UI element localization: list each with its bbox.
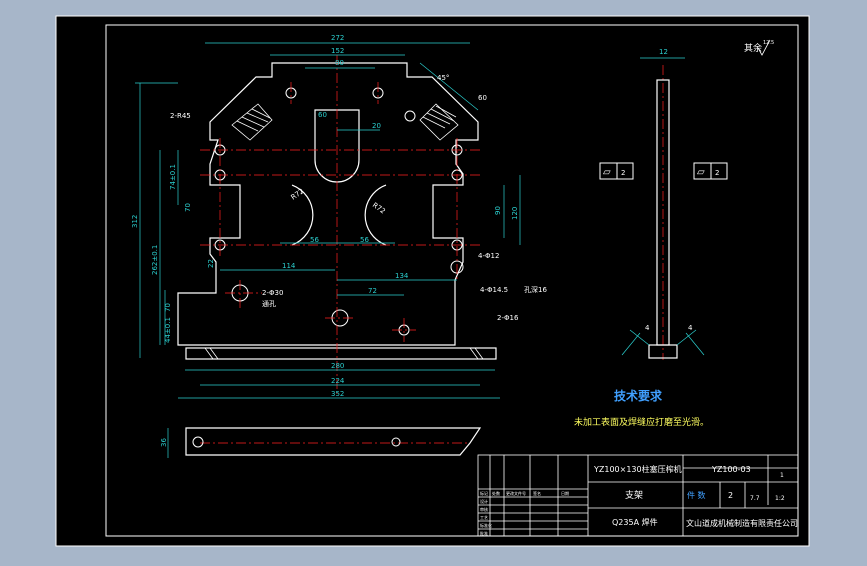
side-view-base (648, 344, 678, 359)
dim-80: 80 (335, 59, 344, 67)
dim-70-low: 70 (164, 303, 172, 312)
weld-lines (621, 329, 705, 356)
rev-header-2: 更改文件号 (506, 490, 526, 496)
drawing-sheet (55, 15, 810, 547)
flatness-value-right: 2 (715, 169, 719, 177)
callout-60: 60 (478, 94, 487, 102)
title-block-grid (477, 454, 799, 537)
rev-header-3: 签名 (533, 490, 541, 496)
dimension-lines (135, 42, 685, 458)
flatness-symbol-right: ▱ (697, 167, 705, 178)
role-4: 批准 (480, 530, 488, 536)
role-3: 标准化 (480, 522, 492, 528)
dim-70-left: 70 (184, 203, 192, 212)
center-lines (200, 55, 664, 444)
callout-45deg: 45° (437, 74, 449, 82)
side-view (599, 79, 728, 359)
right-r72-arc (364, 184, 387, 246)
right-weld-section (419, 103, 459, 141)
callout-through: 通孔 (262, 299, 276, 308)
part-name: 支架 (625, 489, 643, 501)
scale: 1:2 (775, 495, 785, 502)
bottom-view-outline (185, 427, 482, 456)
plate-outline (177, 62, 479, 346)
callout-2-phi30: 2-Φ30 (262, 289, 283, 297)
hole-lug (404, 110, 416, 122)
company: 文山道成机械制造有限责任公司 (686, 518, 798, 528)
dim-90: 90 (494, 206, 502, 215)
dim-272: 272 (331, 34, 344, 42)
dim-60: 60 (318, 111, 327, 119)
dim-280: 280 (331, 362, 344, 370)
flatness-value-left: 2 (621, 169, 625, 177)
callout-4-phi12: 4-Φ12 (478, 252, 499, 260)
dim-352: 352 (331, 390, 344, 398)
roughness-symbol (757, 39, 771, 56)
dim-36: 36 (160, 438, 168, 447)
qty-value: 2 (728, 491, 733, 500)
qty-label: 件 数 (687, 490, 706, 500)
rev-header-4: 日期 (561, 490, 569, 496)
left-weld-section (231, 103, 273, 141)
base-bar-hatch (204, 347, 484, 360)
dim-312: 312 (131, 215, 139, 228)
sheet-number: 1 (780, 472, 784, 479)
dim-56-left: 56 (310, 236, 319, 244)
dim-44: 44±0.1 (164, 317, 172, 343)
dim-20: 20 (372, 122, 381, 130)
flatness-symbol-left: ▱ (603, 167, 611, 178)
callout-depth: 孔深16 (524, 285, 547, 294)
role-2: 工艺 (480, 515, 488, 520)
center-slot (314, 109, 360, 183)
dim-114: 114 (282, 262, 296, 270)
dim-224: 224 (331, 377, 345, 385)
rev-header-0: 标记 (480, 490, 488, 496)
callout-2-phi16: 2-Φ16 (497, 314, 519, 322)
roughness-label: 其余 (744, 42, 762, 54)
bottom-hole-left (192, 436, 204, 448)
left-r72-arc (291, 184, 314, 246)
callout-2-r45: 2-R45 (170, 112, 191, 120)
dim-120: 120 (511, 207, 519, 220)
bottom-view (185, 427, 482, 456)
dim-134: 134 (395, 272, 409, 280)
role-1: 审核 (480, 506, 488, 512)
base-bar (185, 347, 497, 360)
weld-size-right: 4 (688, 324, 693, 332)
role-0: 设计 (480, 498, 488, 504)
dim-72: 72 (368, 287, 377, 295)
dim-56-right: 56 (360, 236, 369, 244)
notes-title: 技术要求 (614, 388, 663, 403)
dim-22: 22 (207, 259, 215, 268)
inner-frame (105, 24, 799, 537)
dim-152: 152 (331, 47, 344, 55)
drawing-number: YZ100-03 (711, 465, 751, 474)
callout-4-phi14: 4-Φ14.5 (480, 286, 508, 294)
side-dim-12: 12 (659, 48, 668, 56)
notes-body: 未加工表面及焊缝应打磨至光滑。 (574, 416, 709, 428)
weight: 7.7 (750, 495, 760, 502)
bottom-hole-right (391, 437, 401, 447)
product-name: YZ100×130柱塞压榨机 (593, 464, 682, 474)
dim-74: 74±0.1 (169, 164, 177, 190)
dim-262: 262±0.1 (151, 245, 159, 275)
material: Q235A 焊件 (612, 517, 658, 527)
rev-header-1: 处数 (492, 490, 500, 496)
weld-size-left: 4 (645, 324, 650, 332)
